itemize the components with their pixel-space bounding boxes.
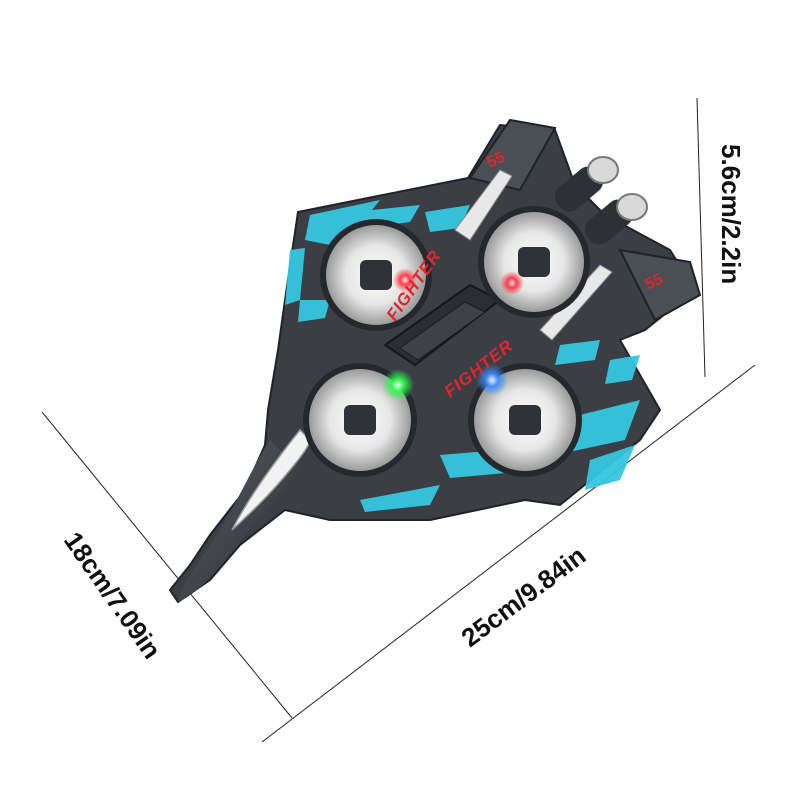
width-label: 18cm/7.09in: [58, 526, 167, 664]
led-red-icon-2: [500, 271, 524, 295]
led-green-icon: [382, 369, 414, 401]
aircraft-body: [168, 123, 697, 604]
canopy: [231, 428, 311, 531]
tail-section: [454, 118, 702, 341]
tail-number-1: 55: [485, 149, 508, 172]
length-label: 25cm/9.84in: [456, 540, 592, 653]
vertical-stabilizer-left: [454, 169, 513, 241]
tail-number-2: 55: [643, 271, 666, 294]
led-lights: [382, 268, 524, 401]
rotor-top-left: [320, 219, 432, 331]
dimension-lines: [41, 97, 756, 743]
rotor-top-right: [478, 206, 590, 318]
exhaust-left: [587, 156, 619, 184]
tail-fin-right: [618, 248, 702, 322]
height-label: 5.6cm/2.2in: [716, 144, 746, 284]
height-dimension-line: [696, 97, 706, 378]
length-dimension-line: [261, 364, 756, 743]
led-blue-icon: [476, 364, 508, 396]
width-dimension-line: [41, 411, 293, 719]
exhaust-right: [616, 193, 648, 221]
led-red-icon: [393, 268, 417, 292]
